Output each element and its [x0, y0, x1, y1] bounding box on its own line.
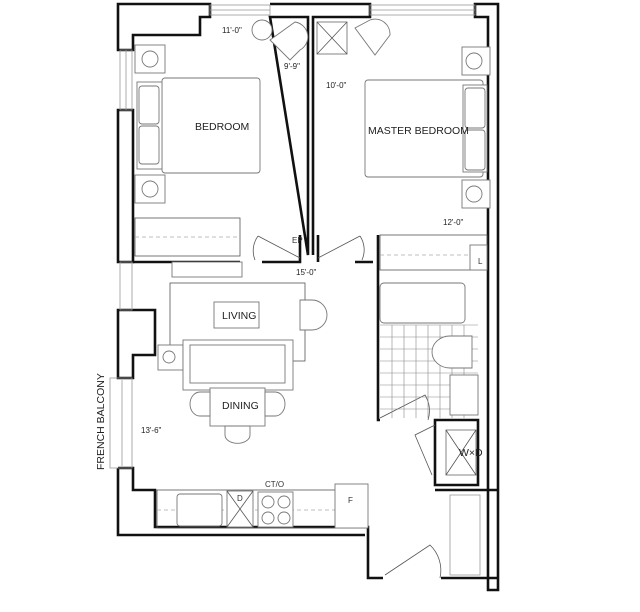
dim-master-width: 10'-0": [326, 81, 347, 90]
toilet: [431, 335, 473, 369]
room-label-dining: DINING: [222, 400, 259, 412]
armchair: [354, 18, 391, 56]
bathtub: [379, 282, 466, 324]
dim-bedroom-depth: 9'-9": [284, 62, 300, 71]
fridge: [334, 483, 369, 529]
room-label-living: LIVING: [222, 310, 256, 322]
doors: [252, 235, 442, 579]
dim-bedroom-width: 11'-0": [222, 26, 242, 35]
dim-master-depth: 12'-0": [443, 218, 464, 227]
armchair: [269, 21, 309, 61]
exterior-walls: [116, 2, 500, 592]
dim-living-width: 13'-6": [141, 426, 162, 435]
dining-table: [209, 387, 266, 427]
label-linen: L: [478, 257, 483, 266]
living-dining-furniture: [157, 261, 328, 444]
room-label-master-bedroom: MASTER BEDROOM: [368, 125, 469, 137]
windows: [109, 4, 476, 469]
french-balcony-door: [109, 377, 133, 469]
dim-living-depth: 15'-0": [296, 268, 317, 277]
label-countertop-oven: CT/O: [265, 480, 284, 489]
room-label-bedroom: BEDROOM: [195, 121, 249, 133]
label-fridge: F: [348, 496, 353, 505]
sink: [449, 374, 479, 416]
sink: [176, 493, 223, 527]
bedroom-furniture: [134, 18, 391, 257]
label-washer-dryer: W×D: [459, 447, 483, 459]
bathroom: [379, 282, 481, 576]
kitchen: [156, 483, 369, 529]
label-ep: EP: [292, 236, 303, 245]
label-dishwasher: D: [237, 494, 243, 503]
floor-tiles: [380, 324, 478, 418]
master-bedroom-furniture: [364, 46, 491, 271]
room-label-french-balcony: FRENCH BALCONY: [95, 373, 107, 470]
